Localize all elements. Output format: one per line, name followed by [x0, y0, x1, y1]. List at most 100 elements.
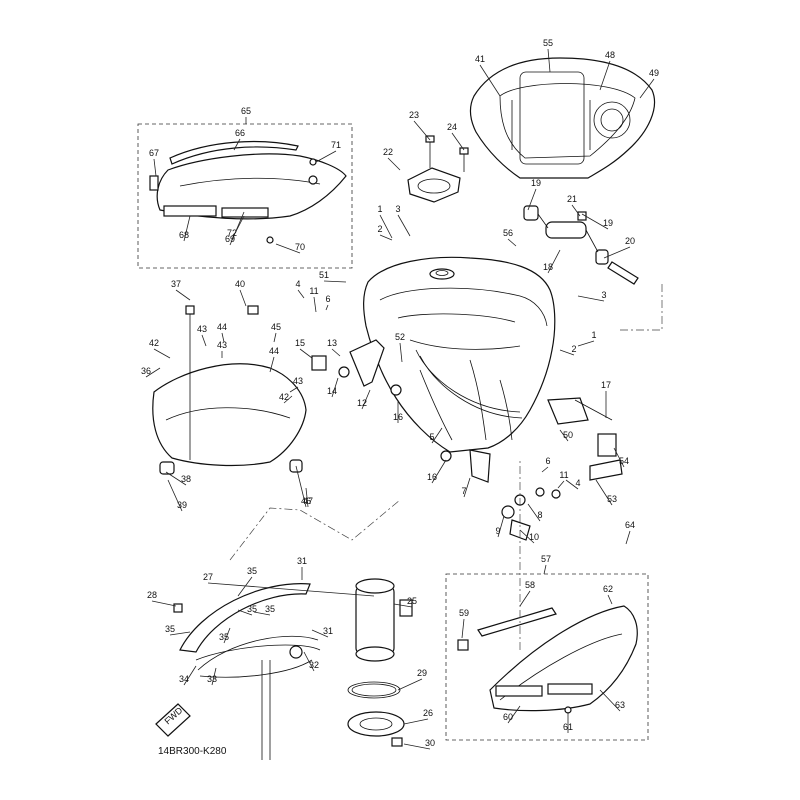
callout-leader [275, 243, 301, 254]
reference-line [620, 284, 663, 331]
valve-assembly [523, 205, 639, 285]
callout-51: 51 [319, 270, 329, 280]
callout-leader [547, 48, 551, 73]
callout-leader [607, 594, 613, 605]
callout-leader [283, 395, 293, 404]
callout-leader [463, 477, 471, 498]
callout-leader [507, 238, 517, 247]
callout-4: 4 [575, 478, 580, 488]
callout-8: 8 [537, 510, 542, 520]
callout-43: 43 [217, 340, 227, 350]
callout-2: 2 [571, 344, 576, 354]
callout-53: 53 [607, 494, 617, 504]
callout-61: 61 [563, 722, 573, 732]
callout-leader [273, 332, 277, 343]
callout-leader [507, 705, 521, 724]
callout-leader [299, 348, 313, 359]
callout-leader [431, 427, 443, 444]
callout-leader [379, 234, 393, 241]
forward-arrow-icon [155, 703, 191, 737]
callout-leader [269, 356, 275, 373]
callout-3: 3 [601, 290, 606, 300]
callout-70: 70 [295, 242, 305, 252]
left-side-cover [149, 140, 347, 244]
callout-leader [223, 627, 231, 644]
callout-leader [211, 667, 217, 686]
callout-25: 25 [407, 596, 417, 606]
callout-52: 52 [395, 332, 405, 342]
callout-leader [175, 289, 191, 301]
callout-leader [639, 78, 655, 99]
callout-leader [237, 576, 253, 597]
callout-leader [229, 211, 245, 246]
callout-leader [361, 389, 371, 410]
callout-44: 44 [269, 346, 279, 356]
callout-35: 35 [247, 604, 257, 614]
callout-35: 35 [247, 566, 257, 576]
callout-leader [153, 348, 171, 359]
callout-leader [331, 348, 341, 357]
callout-leader [577, 295, 605, 302]
callout-leader [303, 651, 315, 672]
callout-35: 35 [165, 624, 175, 634]
callout-leader [325, 304, 329, 311]
right-side-cover [457, 605, 638, 714]
callout-55: 55 [543, 38, 553, 48]
callout-19: 19 [603, 218, 613, 228]
callout-leader [599, 689, 621, 712]
callout-leader [297, 289, 305, 299]
callout-leader [431, 459, 447, 484]
callout-14: 14 [327, 386, 337, 396]
callout-leader [403, 743, 431, 750]
callout-leader [397, 678, 423, 691]
callout-58: 58 [525, 580, 535, 590]
callout-49: 49 [649, 68, 659, 78]
callout-leader [167, 479, 183, 512]
callout-42: 42 [279, 392, 289, 402]
callout-40: 40 [235, 279, 245, 289]
callout-leader [479, 64, 501, 97]
callout-31: 31 [323, 626, 333, 636]
callout-48: 48 [605, 50, 615, 60]
callout-leader [289, 386, 299, 393]
callout-71: 71 [331, 140, 341, 150]
callout-56: 56 [503, 228, 513, 238]
callout-68: 68 [179, 230, 189, 240]
callout-17: 17 [601, 380, 611, 390]
callout-leader [231, 215, 245, 240]
callout-leader [253, 611, 271, 616]
fuel-cap-assembly [407, 135, 469, 203]
callout-leader [183, 665, 197, 686]
callout-leader [201, 334, 207, 347]
group-box-side-cover-right [445, 573, 649, 741]
callout-leader [323, 280, 347, 283]
callout-leader [451, 132, 465, 151]
callout-leader [577, 340, 595, 347]
callout-47: 47 [303, 496, 313, 506]
callout-leader [183, 215, 191, 242]
callout-64: 64 [625, 520, 635, 530]
callout-38: 38 [181, 474, 191, 484]
callout-11: 11 [559, 470, 568, 480]
callout-leader [311, 629, 329, 638]
callout-1: 1 [591, 330, 596, 340]
callout-leader [559, 349, 575, 356]
callout-leader [603, 246, 631, 259]
callout-4: 4 [295, 279, 300, 289]
callout-19: 19 [531, 178, 541, 188]
drawing-code: 14BR300-K280 [158, 746, 227, 757]
callout-leader [595, 479, 613, 506]
callout-22: 22 [383, 147, 393, 157]
callout-37: 37 [171, 279, 181, 289]
callout-54: 54 [619, 456, 629, 466]
callout-leader [397, 214, 411, 237]
callout-63: 63 [615, 700, 625, 710]
callout-leader [547, 249, 561, 274]
callout-46: 46 [301, 496, 311, 506]
callout-50: 50 [563, 430, 573, 440]
callout-leader [169, 631, 191, 636]
reference-line [229, 499, 401, 561]
callout-leader [527, 503, 541, 522]
callout-26: 26 [423, 708, 433, 718]
